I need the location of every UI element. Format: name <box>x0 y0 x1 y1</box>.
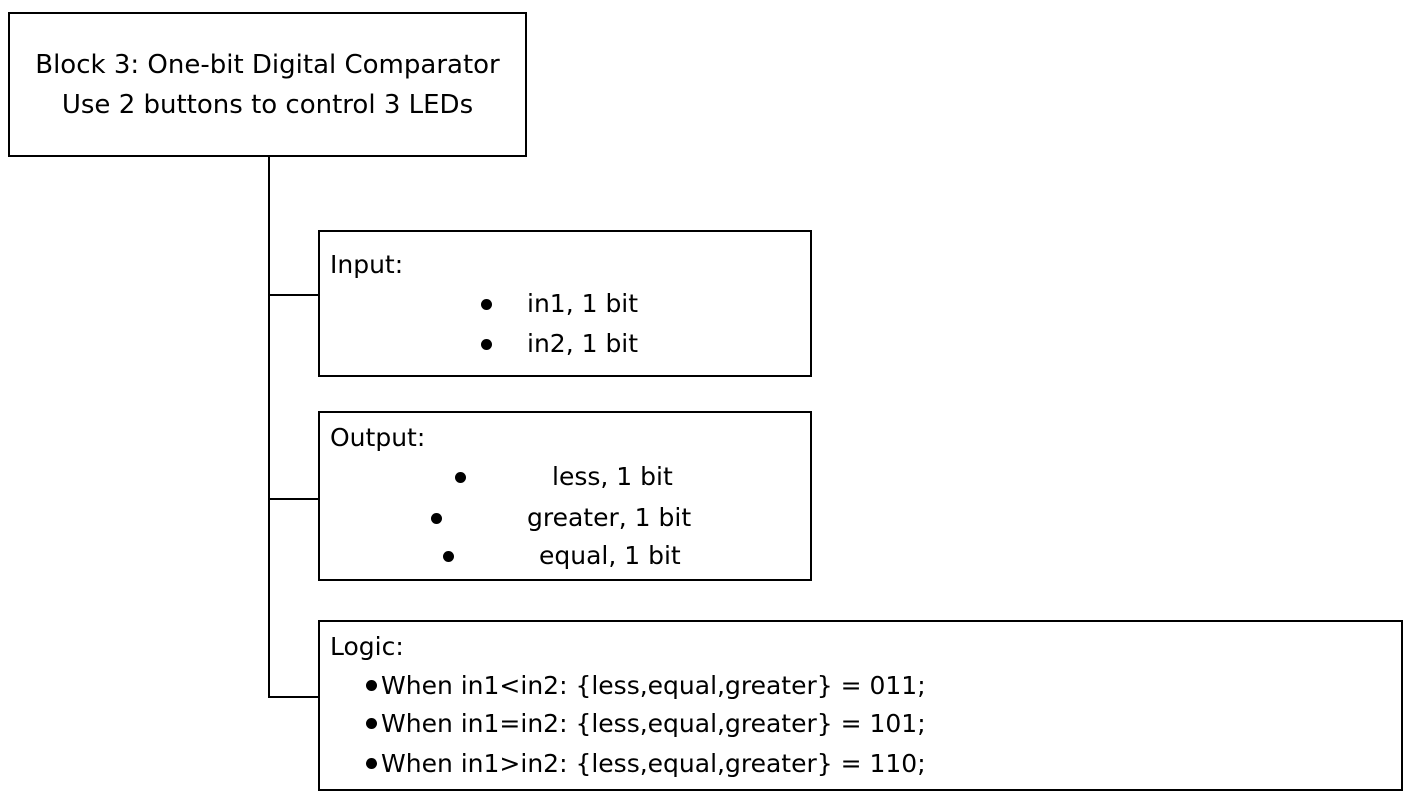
bullet-icon <box>366 679 377 691</box>
title-block: Block 3: One-bit Digital Comparator Use … <box>8 12 527 157</box>
logic-connector <box>268 696 320 698</box>
title-line-2: Use 2 buttons to control 3 LEDs <box>61 89 474 120</box>
input-item-2: in2, 1 bit <box>527 329 639 358</box>
bullet-icon <box>431 513 442 524</box>
bullet-icon <box>481 339 492 350</box>
logic-rule-3-text: When in1>in2: {less,equal,greater} = 110… <box>381 749 926 778</box>
input-heading: Input: <box>330 250 404 279</box>
output-item-2: greater, 1 bit <box>527 503 692 532</box>
bullet-icon <box>443 551 454 562</box>
output-block: Output: less, 1 bit greater, 1 bit equal… <box>318 411 812 581</box>
title-line-1: Block 3: One-bit Digital Comparator <box>35 49 500 80</box>
output-item-3: equal, 1 bit <box>539 541 681 570</box>
input-connector <box>268 294 320 296</box>
bullet-icon <box>366 717 377 729</box>
bullet-icon <box>481 299 492 310</box>
bullet-icon <box>366 757 377 769</box>
logic-rule-3: When in1>in2: {less,equal,greater} = 110… <box>366 749 926 779</box>
logic-block: Logic: <box>318 620 1403 791</box>
logic-heading: Logic: <box>330 632 404 661</box>
output-connector <box>268 498 320 500</box>
logic-rule-1: When in1<in2: {less,equal,greater} = 011… <box>366 671 926 701</box>
logic-rule-2: When in1=in2: {less,equal,greater} = 101… <box>366 709 926 739</box>
logic-rule-1-text: When in1<in2: {less,equal,greater} = 011… <box>381 671 926 700</box>
trunk-connector <box>268 157 270 698</box>
output-heading: Output: <box>330 423 426 452</box>
input-block: Input: in1, 1 bit in2, 1 bit <box>318 230 812 377</box>
output-item-1: less, 1 bit <box>552 462 673 491</box>
logic-rule-2-text: When in1=in2: {less,equal,greater} = 101… <box>381 709 926 738</box>
input-item-1: in1, 1 bit <box>527 289 639 318</box>
bullet-icon <box>455 472 466 483</box>
